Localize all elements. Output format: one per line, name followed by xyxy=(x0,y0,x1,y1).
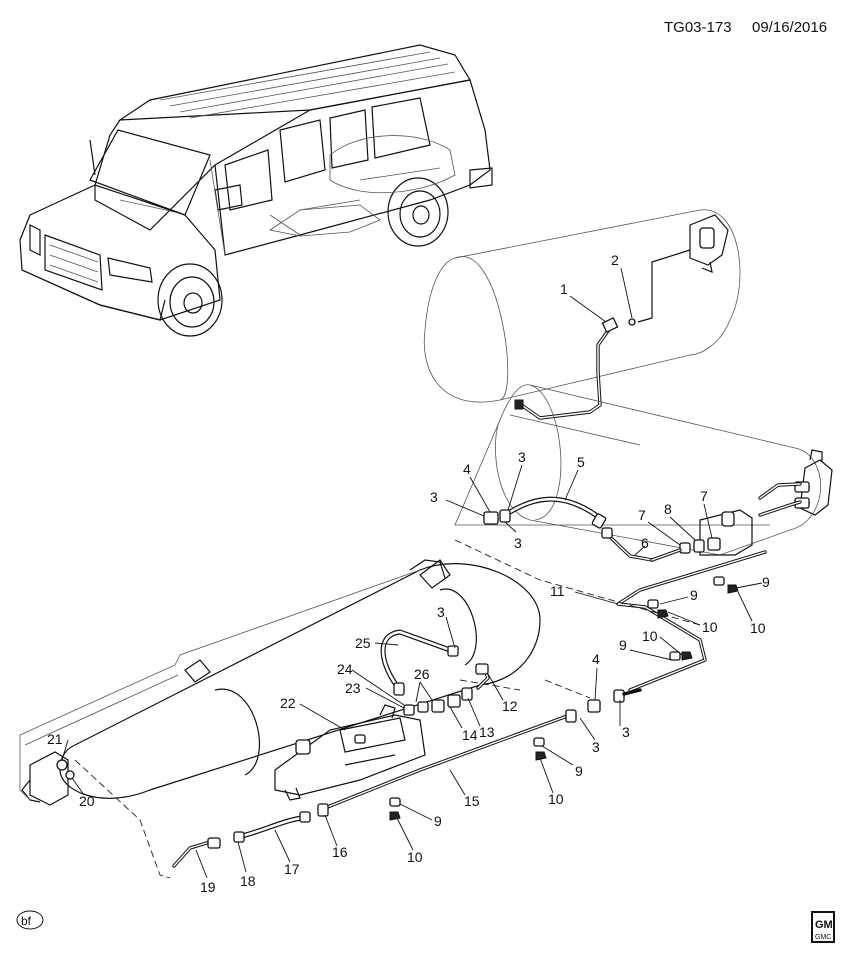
callout-9a: 9 xyxy=(762,574,770,590)
callout-10e: 10 xyxy=(407,849,423,865)
callout-15: 15 xyxy=(464,793,480,809)
callout-7b: 7 xyxy=(700,488,708,504)
callout-16: 16 xyxy=(332,844,348,860)
callout-23: 23 xyxy=(345,680,361,696)
middle-fuel-tank xyxy=(454,384,833,562)
callout-17: 17 xyxy=(284,861,300,877)
callout-labels: 1 2 3 3 3 3 3 3 4 4 5 6 7 7 8 9 9 9 9 9 … xyxy=(47,252,770,895)
tube-clips xyxy=(389,576,739,821)
callout-9b: 9 xyxy=(690,587,698,603)
callout-4b: 4 xyxy=(592,651,600,667)
callout-10a: 10 xyxy=(702,619,718,635)
callout-4a: 4 xyxy=(463,461,471,477)
callout-3a: 3 xyxy=(430,489,438,505)
callout-3d: 3 xyxy=(437,604,445,620)
footer-mark: bf xyxy=(16,910,44,930)
footer-bf: bf xyxy=(21,914,32,928)
leader-lines xyxy=(61,267,763,879)
callout-26: 26 xyxy=(414,666,430,682)
callout-5: 5 xyxy=(577,454,585,470)
callout-19: 19 xyxy=(200,879,216,895)
callout-20: 20 xyxy=(79,793,95,809)
callout-11: 11 xyxy=(550,583,565,599)
callout-7a: 7 xyxy=(638,507,646,523)
callout-1: 1 xyxy=(560,281,568,297)
van-illustration xyxy=(19,44,493,337)
regulator-assembly xyxy=(274,629,490,801)
callout-9d: 9 xyxy=(575,763,583,779)
callout-25: 25 xyxy=(355,635,371,651)
callout-10b: 10 xyxy=(750,620,766,636)
callout-24: 24 xyxy=(337,661,353,677)
diagram-id: TG03-173 xyxy=(664,19,732,36)
callout-9c: 9 xyxy=(619,637,627,653)
callout-22: 22 xyxy=(280,695,296,711)
lower-fuel-tank xyxy=(19,539,701,879)
callout-21: 21 xyxy=(47,731,63,747)
callout-3b: 3 xyxy=(518,449,526,465)
callout-3e: 3 xyxy=(592,739,600,755)
callout-13: 13 xyxy=(479,724,495,740)
upper-fuel-tank xyxy=(423,209,741,420)
callout-3c: 3 xyxy=(514,535,522,551)
callout-6: 6 xyxy=(641,535,649,551)
callout-3f: 3 xyxy=(622,724,630,740)
callout-14: 14 xyxy=(462,727,478,743)
callout-10c: 10 xyxy=(642,628,658,644)
callout-8: 8 xyxy=(664,501,672,517)
callout-12: 12 xyxy=(502,698,518,714)
callout-2: 2 xyxy=(611,252,619,268)
gm-logo-subtext: GMC xyxy=(815,934,831,941)
diagram-date: 09/16/2016 xyxy=(752,19,827,36)
callout-18: 18 xyxy=(240,873,256,889)
fuel-tube-11 xyxy=(616,550,767,692)
callout-10d: 10 xyxy=(548,791,564,807)
gm-logo: GM GMC xyxy=(811,911,835,943)
callout-9e: 9 xyxy=(434,813,442,829)
gm-logo-text: GM xyxy=(815,919,833,931)
